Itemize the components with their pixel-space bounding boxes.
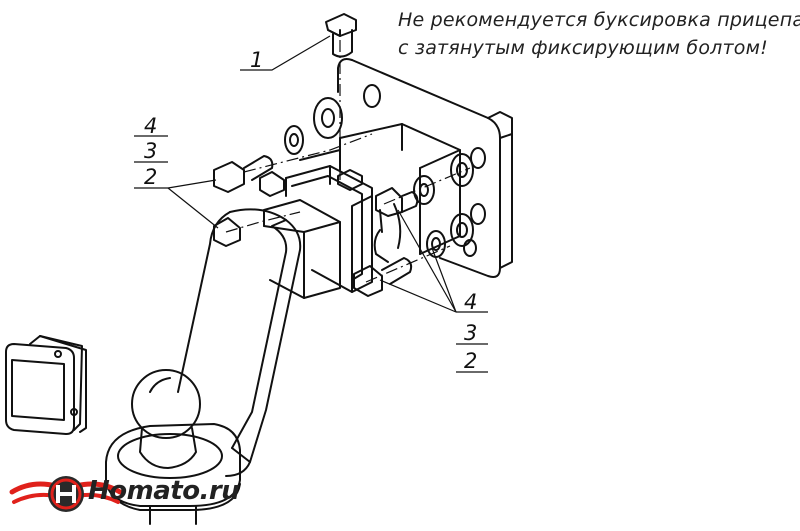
warning-note-line-2: с затянутым фиксирующим болтом! — [398, 37, 768, 59]
ball-mount-base — [105, 423, 241, 525]
tow-ball — [131, 369, 201, 469]
callout-left-3: 3 — [144, 139, 158, 163]
callout-right-3: 3 — [464, 321, 478, 345]
receiver-housing — [299, 123, 461, 255]
left-bolt-assembly — [213, 155, 285, 247]
homato-logo: Homato.ru — [10, 468, 240, 518]
top-washers — [284, 97, 343, 155]
mounting-plate — [337, 58, 513, 278]
square-collar — [285, 165, 373, 293]
callout-right-4: 4 — [464, 290, 478, 314]
winged-h-logo-icon — [9, 476, 123, 512]
top-bolt-1 — [325, 13, 357, 58]
callout-right-2: 2 — [464, 349, 478, 373]
receiver-plug-cover — [5, 335, 87, 435]
warning-note-line-1: Не рекомендуется буксировка прицепа — [398, 9, 800, 31]
callout-1: 1 — [250, 48, 264, 72]
leader-lines — [134, 35, 488, 373]
retaining-pin — [373, 203, 402, 263]
logo-text: Homato.ru — [88, 476, 240, 506]
drawbar-arm — [177, 208, 302, 477]
callout-left-2: 2 — [144, 165, 158, 189]
callout-left-4: 4 — [144, 114, 158, 138]
centerlines — [225, 40, 471, 283]
